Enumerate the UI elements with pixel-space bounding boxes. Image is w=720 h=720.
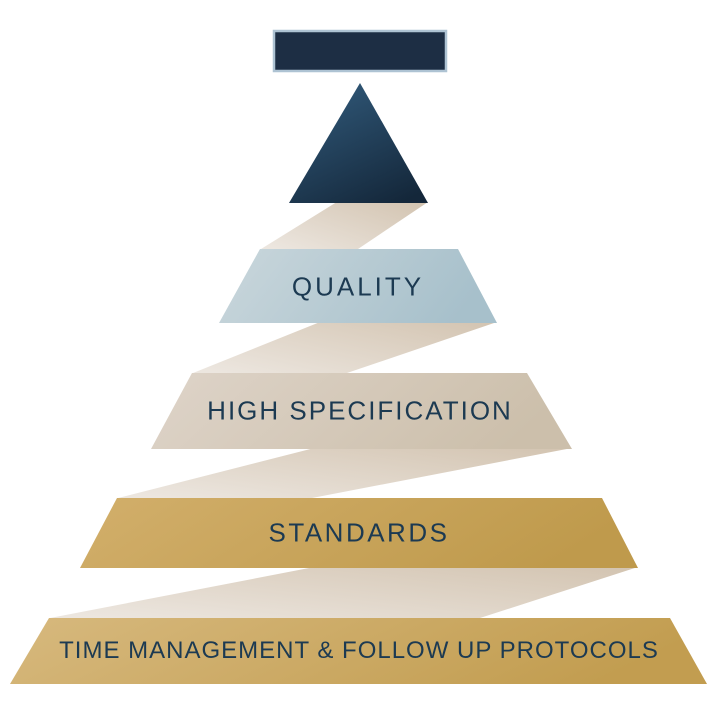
ribbon-apex-to-quality <box>261 200 428 249</box>
level-quality-label: QUALITY <box>291 271 425 302</box>
level-standards-label: STANDARDS <box>268 517 450 548</box>
apex-triangle <box>289 83 428 203</box>
ribbon-standards-to-time <box>50 563 638 618</box>
level-time-management-label: TIME MANAGEMENT & FOLLOW UP PROTOCOLS <box>59 637 659 664</box>
apex-bar <box>272 29 448 73</box>
ribbon-spec-to-standards <box>118 444 572 498</box>
ribbon-quality-to-spec <box>193 318 497 373</box>
level-quality <box>219 249 497 323</box>
level-high-specification-label: HIGH SPECIFICATION <box>207 395 513 426</box>
level-time-management <box>10 618 707 684</box>
level-standards <box>80 498 638 568</box>
level-high-specification <box>151 373 572 449</box>
